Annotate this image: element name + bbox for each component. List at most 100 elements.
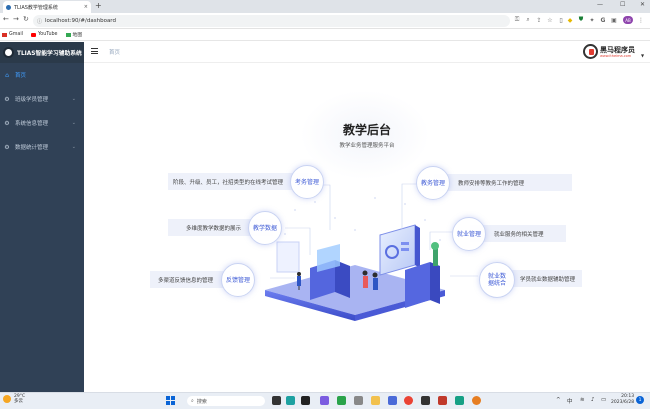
- taskbar-app-8[interactable]: [472, 396, 481, 405]
- bookmark-star-icon[interactable]: ☆: [547, 16, 553, 24]
- brand-logo[interactable]: 黑马程序员 www.itheima.com: [583, 44, 635, 59]
- module-employment-stats[interactable]: 就业数据统合: [479, 262, 515, 298]
- module-employment[interactable]: 就业管理: [452, 217, 486, 251]
- new-tab-button[interactable]: +: [95, 1, 102, 10]
- sidebar-item-class-students[interactable]: ⚙ 班级学员管理 ⌄: [0, 87, 84, 111]
- home-icon: ⌂: [5, 71, 9, 79]
- caret-down-icon[interactable]: ▼: [641, 53, 645, 58]
- gmail-icon: [2, 32, 7, 37]
- page-subtitle: 教学业务管理服务平台: [339, 143, 395, 149]
- module-academic[interactable]: 教务管理: [416, 166, 450, 200]
- module-employment-desc: 就业服务的相关管理: [470, 225, 566, 242]
- share-icon[interactable]: ⇪: [536, 16, 542, 24]
- taskbar-app-5[interactable]: [421, 396, 430, 405]
- puzzle-icon[interactable]: ✦: [589, 16, 595, 24]
- reload-icon[interactable]: ↻: [23, 15, 29, 23]
- minimize-button[interactable]: —: [597, 1, 603, 8]
- brand-name: 黑马程序员: [600, 45, 635, 54]
- info-icon: ⓘ: [37, 18, 43, 25]
- profile-avatar[interactable]: AB: [623, 16, 633, 24]
- taskbar-app-4[interactable]: [388, 396, 397, 405]
- taskbar-app-6[interactable]: [438, 396, 447, 405]
- zoom-icon[interactable]: ⌕: [526, 16, 530, 23]
- bookmarks-bar: Gmail YouTube 地图: [0, 29, 650, 41]
- search-icon: ⌕: [191, 398, 194, 404]
- start-button[interactable]: [166, 396, 175, 405]
- bookmark-youtube[interactable]: YouTube: [31, 32, 58, 37]
- logo-icon: [3, 47, 14, 58]
- key-icon[interactable]: ⚿: [514, 16, 520, 23]
- grammarly-icon[interactable]: G: [600, 16, 606, 24]
- browser-tab[interactable]: TLIAS教学管理系统 ×: [3, 1, 91, 13]
- taskbar-app-edge[interactable]: [286, 396, 295, 405]
- chevron-down-icon: ⌄: [71, 120, 76, 126]
- module-employment-stats-desc: 学员就业数据辅助管理: [496, 270, 582, 287]
- more-menu-icon[interactable]: ⋮: [638, 16, 644, 24]
- extension-icon[interactable]: ◆: [567, 16, 573, 24]
- sidebar-item-label: 数据统计管理: [15, 145, 49, 151]
- wifi-icon[interactable]: ≋: [580, 397, 585, 403]
- module-teaching-data-desc: 多维度教学数据的展示: [168, 219, 273, 236]
- bookmark-gmail[interactable]: Gmail: [2, 32, 23, 37]
- forward-icon[interactable]: →: [13, 15, 19, 23]
- chevron-down-icon: ⌄: [71, 144, 76, 150]
- module-feedback-desc: 多渠道反馈信息的管理: [150, 271, 240, 288]
- weather-widget[interactable]: 29°C 多云: [3, 394, 25, 404]
- back-icon[interactable]: ←: [3, 15, 9, 23]
- module-feedback[interactable]: 反馈管理: [221, 263, 255, 297]
- taskbar-app-3[interactable]: [354, 396, 363, 405]
- page-title: 教学后台: [342, 123, 391, 137]
- taskbar-app-7[interactable]: [455, 396, 464, 405]
- close-window-button[interactable]: ✕: [640, 1, 646, 8]
- tray-overflow-icon[interactable]: ^: [556, 397, 561, 403]
- sidebar-item-label: 班级学员管理: [15, 97, 49, 103]
- weather-sun-icon: [3, 395, 11, 403]
- brand-logo-icon: [583, 44, 598, 59]
- app-header: [84, 42, 650, 63]
- maximize-button[interactable]: ☐: [620, 1, 626, 8]
- sidebar-item-label: 首页: [15, 73, 27, 79]
- title-halo: [300, 90, 430, 180]
- volume-icon[interactable]: ♪: [591, 397, 595, 403]
- platform-illustration: [265, 197, 445, 321]
- url-bar[interactable]: ⓘ localhost:90/#/dashboard: [33, 15, 510, 27]
- sidebar: [0, 42, 84, 392]
- sidebar-item-label: 系统信息管理: [15, 121, 49, 127]
- window-icon[interactable]: ▣: [611, 16, 617, 24]
- gear-icon: ⚙: [4, 119, 10, 127]
- breadcrumb[interactable]: 首页: [109, 50, 121, 56]
- chevron-down-icon: ⌄: [71, 96, 76, 102]
- sidepanel-icon[interactable]: ▯: [559, 16, 563, 24]
- taskbar-app-terminal[interactable]: [301, 396, 310, 405]
- tab-title: TLIAS教学管理系统: [14, 4, 58, 11]
- youtube-icon: [31, 32, 36, 37]
- shield-icon[interactable]: ⛊: [578, 16, 584, 23]
- taskbar-app-2[interactable]: [337, 396, 346, 405]
- collapse-menu-icon[interactable]: [91, 48, 98, 54]
- favicon-icon: [6, 4, 11, 10]
- taskbar-app-explorer[interactable]: [371, 396, 380, 405]
- gear-icon: ⚙: [4, 143, 10, 151]
- sidebar-item-home[interactable]: ⌂ 首页: [0, 63, 84, 87]
- module-teaching-data[interactable]: 教学数据: [248, 211, 282, 245]
- module-exam[interactable]: 考务管理: [290, 165, 324, 199]
- taskbar-clock[interactable]: 20:13 2023/6/28: [611, 394, 635, 405]
- maps-icon: [65, 32, 71, 37]
- sidebar-item-statistics[interactable]: ⚙ 数据统计管理 ⌄: [0, 135, 84, 159]
- taskbar-app-1[interactable]: [320, 396, 329, 405]
- taskbar-search[interactable]: ⌕ 搜索: [187, 396, 265, 406]
- input-language[interactable]: 中: [567, 399, 573, 405]
- battery-icon[interactable]: ▭: [601, 397, 607, 403]
- taskbar-app-taskview[interactable]: [272, 396, 281, 405]
- notification-badge[interactable]: 1: [636, 396, 644, 404]
- sidebar-logo[interactable]: TLIAS智能学习辅助系统: [0, 42, 84, 63]
- module-exam-desc: 阶段、升级、员工，社招类型的在线考试管理: [168, 173, 308, 190]
- close-tab-icon[interactable]: ×: [83, 4, 88, 10]
- gear-icon: ⚙: [4, 95, 10, 103]
- url-text: localhost:90/#/dashboard: [45, 18, 116, 24]
- bookmark-maps[interactable]: 地图: [65, 31, 82, 38]
- taskbar-app-chrome[interactable]: [404, 396, 413, 405]
- logo-title: TLIAS智能学习辅助系统: [17, 51, 82, 57]
- brand-url: www.itheima.com: [600, 53, 632, 58]
- sidebar-item-system-info[interactable]: ⚙ 系统信息管理 ⌄: [0, 111, 84, 135]
